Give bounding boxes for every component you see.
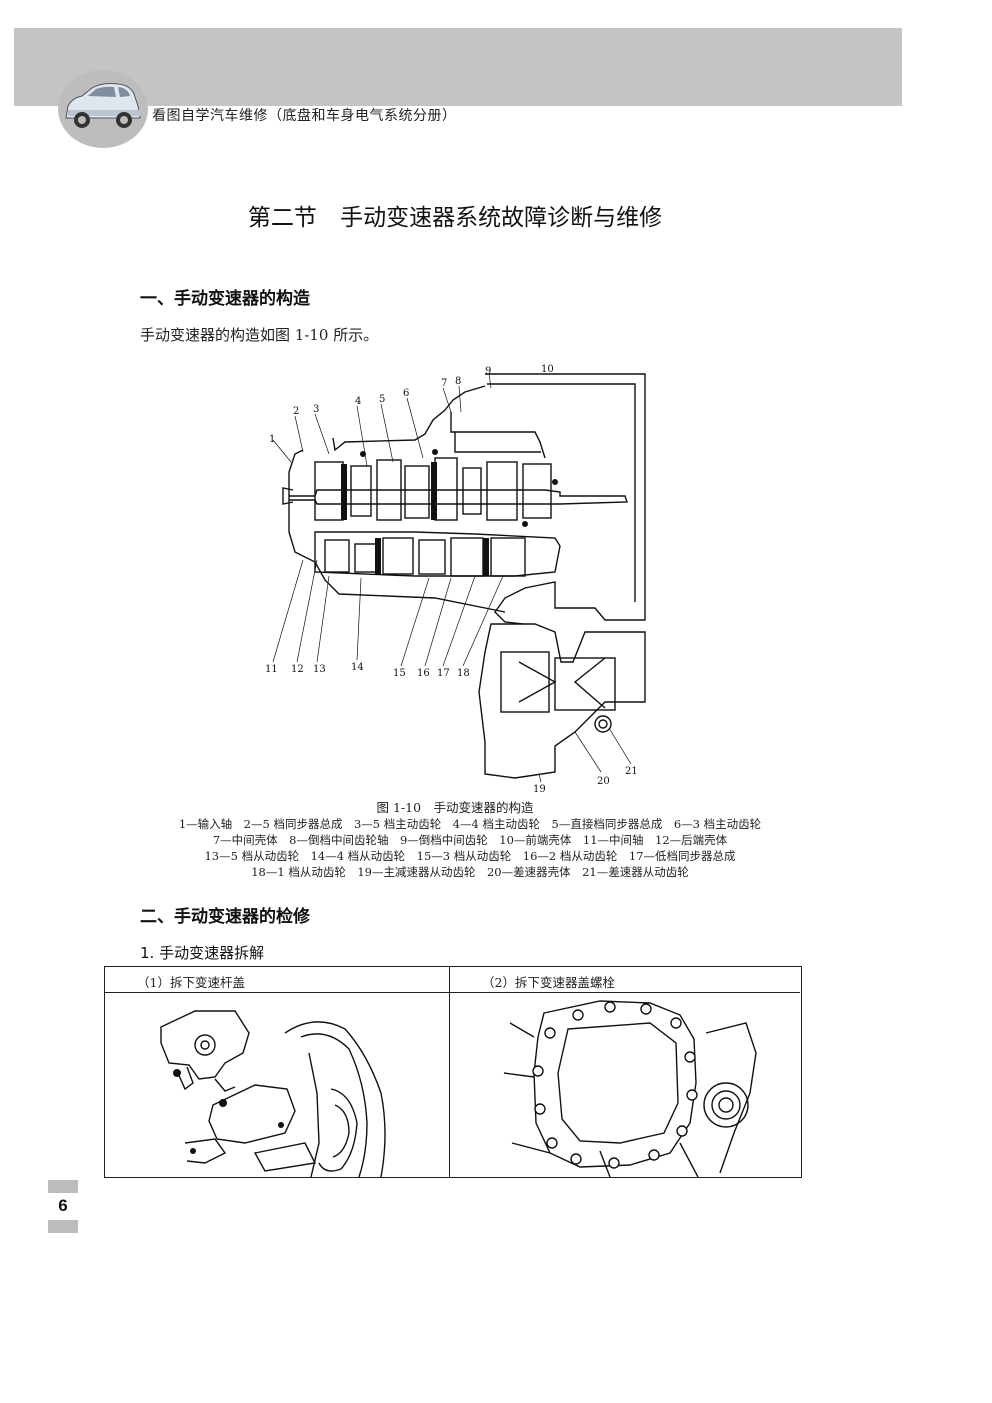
header-band	[14, 28, 902, 106]
transmission-diagram: 1 2 3 4 5 6 7 8 9 10 11 12 13 14 15 16 1…	[255, 362, 675, 795]
disassembly-step-table: （1）拆下变速杆盖 （2）拆下变速器盖螺栓	[104, 966, 802, 1178]
callout-15: 15	[393, 668, 406, 679]
part2-heading: 二、手动变速器的检修	[140, 907, 310, 927]
part1-paragraph: 手动变速器的构造如图 1-10 所示。	[140, 326, 379, 344]
callout-2: 2	[293, 406, 299, 417]
car-icon	[58, 70, 148, 148]
legend-line: 18—1 档从动齿轮 19—主减速器从动齿轮 20—差速器壳体 21—差速器从动…	[251, 865, 689, 879]
callout-3: 3	[313, 404, 319, 415]
step1-title: 1. 手动变速器拆解	[140, 944, 265, 962]
step-cell-left: （1）拆下变速杆盖	[105, 967, 450, 1177]
page-number-bar-bottom	[48, 1220, 78, 1233]
callout-18: 18	[457, 668, 470, 679]
step-label-right: （2）拆下变速器盖螺栓	[450, 967, 800, 993]
shift-lever-cover-illustration	[160, 1010, 386, 1177]
callout-12: 12	[291, 664, 304, 675]
callout-17: 17	[437, 668, 450, 679]
legend-line: 1—输入轴 2—5 档同步器总成 3—5 档主动齿轮 4—4 档主动齿轮 5—直…	[178, 817, 762, 831]
transmission-cover-bolts-illustration	[503, 1000, 757, 1177]
step-cell-right: （2）拆下变速器盖螺栓	[450, 967, 800, 1177]
callout-13: 13	[313, 664, 326, 675]
callout-7: 7	[441, 378, 447, 389]
callout-16: 16	[417, 668, 430, 679]
figure-caption: 图 1-10 手动变速器的构造	[376, 800, 534, 815]
callout-21: 21	[625, 766, 638, 777]
callout-8: 8	[455, 376, 461, 387]
callout-4: 4	[355, 396, 361, 407]
callout-1: 1	[269, 434, 275, 445]
page-number-bar-top	[48, 1180, 78, 1193]
callout-6: 6	[403, 388, 409, 399]
step-label-left: （1）拆下变速杆盖	[105, 967, 449, 993]
callout-9: 9	[485, 366, 491, 377]
callout-5: 5	[379, 394, 385, 405]
page-number-marker: 6	[48, 1180, 78, 1233]
callout-14: 14	[351, 662, 364, 673]
callout-19: 19	[533, 784, 546, 794]
section-title: 第二节 手动变速器系统故障诊断与维修	[247, 205, 663, 231]
part1-heading: 一、手动变速器的构造	[140, 289, 310, 309]
book-title: 看图自学汽车维修（底盘和车身电气系统分册）	[152, 108, 457, 124]
legend-line: 13—5 档从动齿轮 14—4 档从动齿轮 15—3 档从动齿轮 16—2 档从…	[204, 849, 736, 863]
callout-10: 10	[541, 364, 554, 375]
page-number: 6	[58, 1196, 68, 1215]
callout-20: 20	[597, 776, 610, 787]
figure-legend: 1—输入轴 2—5 档同步器总成 3—5 档主动齿轮 4—4 档主动齿轮 5—直…	[110, 816, 830, 880]
callout-11: 11	[265, 664, 278, 675]
legend-line: 7—中间壳体 8—倒档中间齿轮轴 9—倒档中间齿轮 10—前端壳体 11—中间轴…	[212, 833, 728, 847]
